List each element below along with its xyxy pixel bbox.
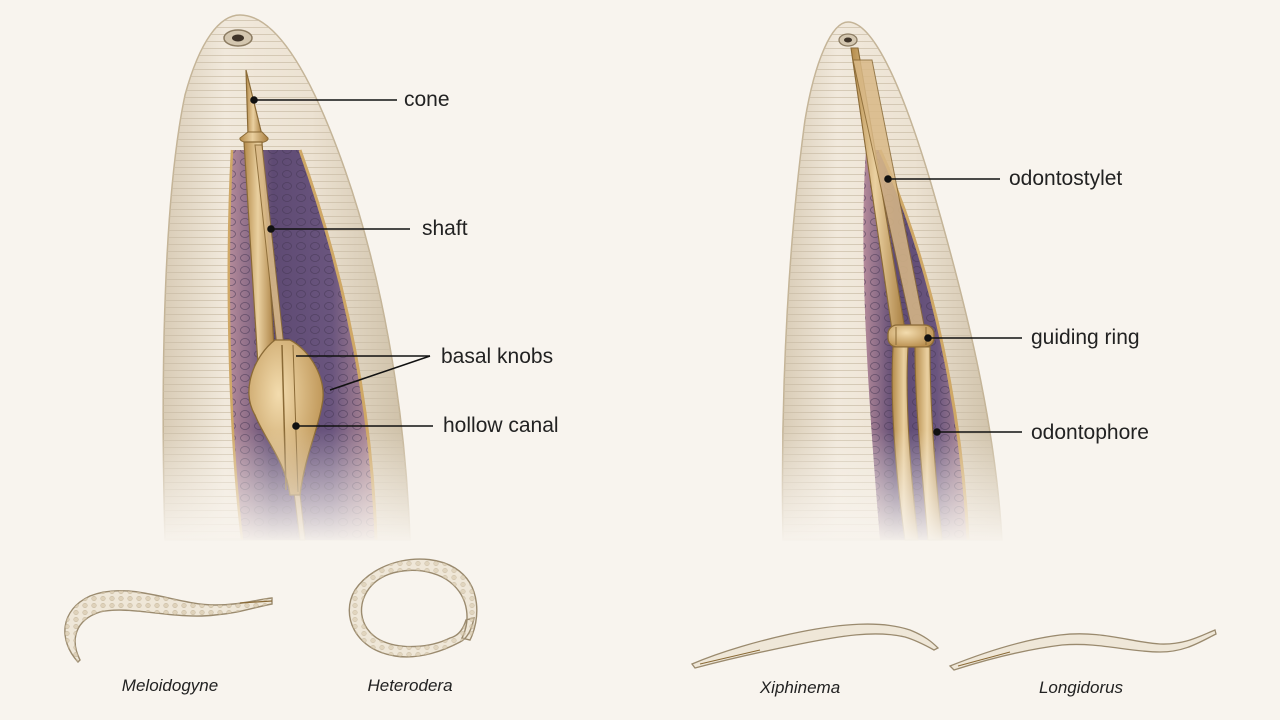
label-odontophore: odontophore <box>1031 421 1149 445</box>
left-head-illustration <box>160 15 415 545</box>
xiphinema-worm <box>692 624 938 668</box>
longidorus-worm <box>950 630 1216 670</box>
label-basal-knobs: basal knobs <box>441 345 553 369</box>
species-meloidogyne: Meloidogyne <box>122 676 218 696</box>
species-longidorus: Longidorus <box>1039 678 1123 698</box>
label-cone: cone <box>404 88 450 112</box>
species-xiphinema: Xiphinema <box>760 678 840 698</box>
right-head-illustration <box>778 22 1008 545</box>
label-odontostylet: odontostylet <box>1009 167 1122 191</box>
species-heterodera: Heterodera <box>367 676 452 696</box>
meloidogyne-worm <box>65 591 272 662</box>
label-shaft: shaft <box>422 217 468 241</box>
heterodera-worm <box>349 559 477 657</box>
label-guiding-ring: guiding ring <box>1031 326 1140 350</box>
label-hollow-canal: hollow canal <box>443 414 559 438</box>
